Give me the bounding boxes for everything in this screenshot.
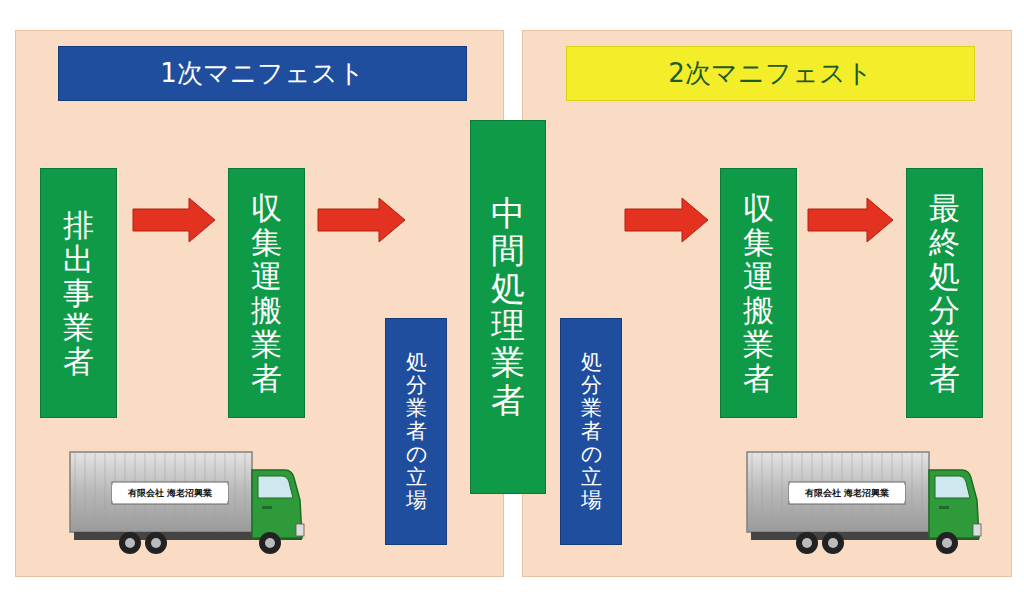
node-text: 収集運搬業者	[743, 191, 774, 396]
node-text: 1次マニフェスト	[160, 56, 365, 91]
arrow-shape	[133, 198, 215, 242]
truck-sign: 有限会社 海老沼興業	[789, 485, 905, 501]
title-bar: 1次マニフェスト	[58, 46, 467, 101]
arrow-shape	[625, 198, 708, 242]
node-text: 収集運搬業者	[251, 191, 282, 396]
process-box: 排出事業者	[40, 168, 117, 418]
arrow-shape	[808, 198, 893, 242]
process-box: 収集運搬業者	[228, 168, 305, 418]
process-box: 収集運搬業者	[720, 168, 797, 418]
node-text: 処分業者の立場	[581, 351, 602, 513]
flow-arrow	[133, 198, 215, 242]
role-box: 処分業者の立場	[560, 318, 622, 545]
flow-arrow	[318, 198, 405, 242]
node-text: 2次マニフェスト	[668, 56, 873, 91]
node-text: 処分業者の立場	[406, 351, 427, 513]
process-box: 最終処分業者	[906, 168, 983, 418]
node-text: 中間処理業者	[491, 195, 525, 419]
role-box: 処分業者の立場	[385, 318, 447, 545]
process-box: 中間処理業者	[470, 120, 546, 494]
arrow-shape	[318, 198, 405, 242]
node-text: 排出事業者	[63, 208, 94, 378]
node-text: 最終処分業者	[929, 191, 960, 396]
title-bar: 2次マニフェスト	[566, 46, 975, 101]
truck-sign: 有限会社 海老沼興業	[112, 485, 228, 501]
flow-arrow	[625, 198, 708, 242]
flow-arrow	[808, 198, 893, 242]
